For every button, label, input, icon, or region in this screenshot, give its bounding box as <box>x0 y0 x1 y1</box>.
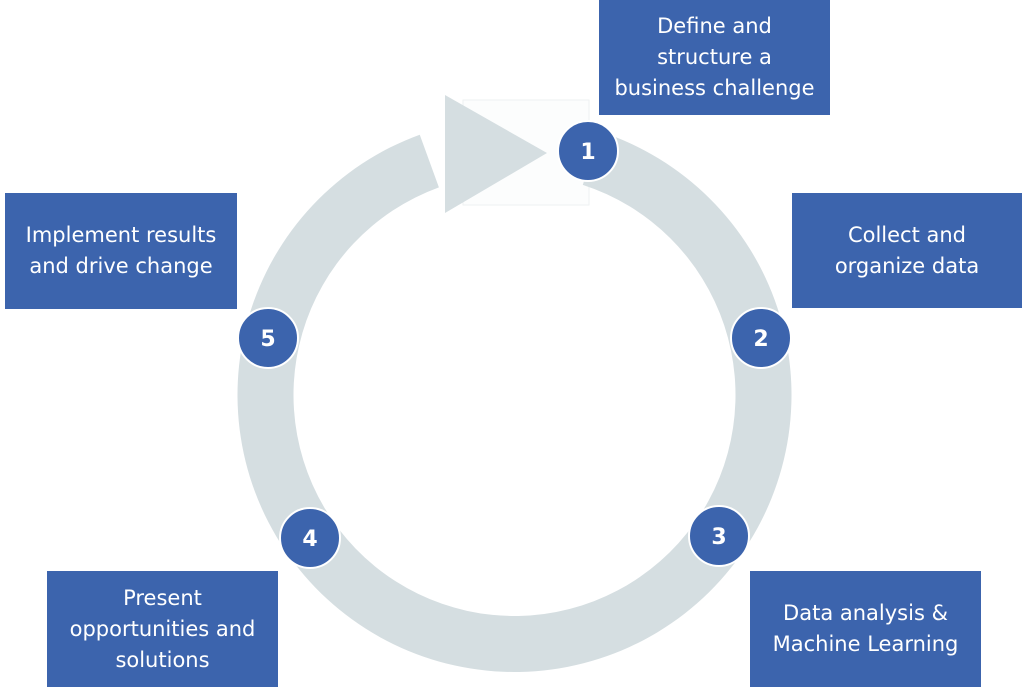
step-label-5: Implement results and drive change <box>25 223 217 278</box>
step-number-4: 4 <box>302 527 317 552</box>
step-box-1: Define and structure a business challeng… <box>599 0 830 115</box>
cycle-arrowhead <box>445 95 547 213</box>
cycle-ring <box>237 131 792 672</box>
step-box-5: Implement results and drive change <box>5 193 237 309</box>
step-label-1: Define and structure a business challeng… <box>614 14 815 100</box>
step-number-3: 3 <box>711 525 726 550</box>
step-circle-5: 5 <box>237 307 299 369</box>
step-box-4: Present opportunities and solutions <box>47 571 278 687</box>
step-label-4: Present opportunities and solutions <box>69 585 256 672</box>
step-box-2: Collect and organize data <box>792 193 1022 308</box>
step-circle-3: 3 <box>688 505 750 567</box>
step-label-2: Collect and organize data <box>834 222 980 278</box>
step-label-3: Data analysis & Machine Learning <box>772 601 959 656</box>
step-circle-2: 2 <box>730 307 792 369</box>
step-number-1: 1 <box>580 140 595 165</box>
step-circle-4: 4 <box>279 507 341 569</box>
step-box-3: Data analysis & Machine Learning <box>750 571 981 687</box>
step-number-5: 5 <box>260 327 275 352</box>
step-number-2: 2 <box>753 327 768 352</box>
step-circle-1: 1 <box>557 120 619 182</box>
